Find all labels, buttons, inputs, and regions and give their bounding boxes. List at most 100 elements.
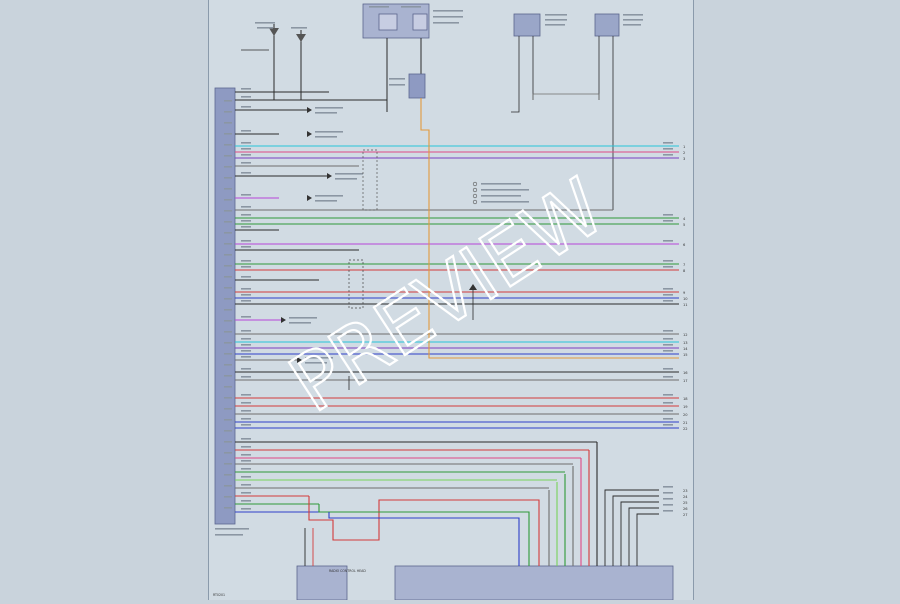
terminal-label: [663, 214, 673, 216]
wire: [511, 100, 520, 113]
wire-code: [241, 418, 251, 420]
label-mark: [291, 27, 307, 29]
wire-code: [241, 288, 251, 290]
terminal-number: 17: [683, 379, 688, 383]
wire-code: [241, 402, 251, 404]
harness-wire: [328, 512, 520, 566]
wire-code: [241, 394, 251, 396]
terminal-number: 18: [683, 397, 688, 401]
note-marker: [472, 181, 478, 187]
wire-code: [241, 316, 251, 318]
label-mark: [315, 200, 337, 202]
terminal-number: 12: [683, 333, 688, 337]
pin-label: [224, 232, 232, 234]
pin-label: [224, 331, 232, 333]
wire-code: [241, 96, 251, 98]
pin-label: [224, 463, 232, 465]
terminal-number: 11: [683, 303, 688, 307]
wire-code: [241, 424, 251, 426]
note-text: [481, 189, 529, 191]
pin-label: [224, 210, 232, 212]
label-mark: [315, 136, 337, 138]
label-mark: [289, 322, 311, 324]
pin-label: [224, 177, 232, 179]
pin-label: [224, 122, 232, 124]
wire-code: [241, 356, 251, 358]
arrow-icon: [327, 173, 332, 179]
terminal-number: 1: [683, 145, 685, 149]
terminal-label: [663, 240, 673, 242]
pin-label: [224, 199, 232, 201]
pin-label: [224, 408, 232, 410]
label-mark: [315, 195, 343, 197]
pin-label: [224, 474, 232, 476]
terminal-number: 9: [683, 291, 686, 295]
harness-wire: [604, 489, 659, 566]
bottom-connector: [394, 565, 674, 601]
module-caption: [215, 534, 243, 536]
pin-label: [224, 254, 232, 256]
wire-code: [241, 460, 251, 462]
terminal-label: [663, 142, 673, 144]
terminal-number: 5: [683, 223, 685, 227]
terminal-label: [663, 402, 673, 404]
arrow-icon: [297, 357, 302, 363]
pin-label: [224, 397, 232, 399]
label-mark: [315, 112, 337, 114]
pin-label: [224, 155, 232, 157]
label-mark: [545, 19, 567, 21]
note-marker: [472, 193, 478, 199]
pin-label: [224, 452, 232, 454]
wire: [532, 93, 600, 100]
pin-label: [224, 243, 232, 245]
terminal-number: 7: [683, 263, 685, 267]
wire-code: [241, 476, 251, 478]
fuse: [378, 13, 398, 31]
terminal-label: [663, 350, 673, 352]
wire-code: [241, 148, 251, 150]
module-caption: [215, 528, 249, 530]
pin-label: [224, 144, 232, 146]
pin-label: [224, 111, 232, 113]
terminal-label: [663, 510, 673, 512]
device-box: [513, 13, 541, 37]
label-mark: [623, 19, 643, 21]
wire-code: [241, 446, 251, 448]
wire-code: [241, 226, 251, 228]
pin-label: [224, 221, 232, 223]
label-mark: [315, 131, 343, 133]
terminal-number: 14: [683, 347, 688, 351]
device-box: [594, 13, 620, 37]
terminal-label: [663, 288, 673, 290]
wire-code: [241, 410, 251, 412]
wire-code: [241, 206, 251, 208]
wire-code: [241, 294, 251, 296]
terminal-label: [663, 504, 673, 506]
pin-label: [224, 441, 232, 443]
pin-label: [224, 133, 232, 135]
terminal-number: 16: [683, 371, 688, 375]
terminal-label: [663, 498, 673, 500]
terminal-number: 3: [683, 157, 685, 161]
wire-code: [241, 438, 251, 440]
label-mark: [255, 22, 275, 24]
wire-code: [241, 106, 251, 108]
wire-code: [241, 468, 251, 470]
label-mark: [315, 107, 343, 109]
harness-wire: [612, 495, 659, 566]
note-text: [481, 201, 529, 203]
terminal-label: [663, 486, 673, 488]
terminal-label: [663, 338, 673, 340]
terminal-label: [663, 344, 673, 346]
label-mark: [289, 317, 317, 319]
harness-wire: [636, 513, 659, 566]
label-mark: [305, 357, 333, 359]
wire-code: [241, 368, 251, 370]
label-mark: [401, 6, 421, 8]
terminal-label: [663, 220, 673, 222]
wire-code: [241, 260, 251, 262]
bottom-module-label: RADIO CONTROL HEAD: [329, 569, 366, 573]
label-mark: [335, 178, 357, 180]
terminal-label: [663, 300, 673, 302]
